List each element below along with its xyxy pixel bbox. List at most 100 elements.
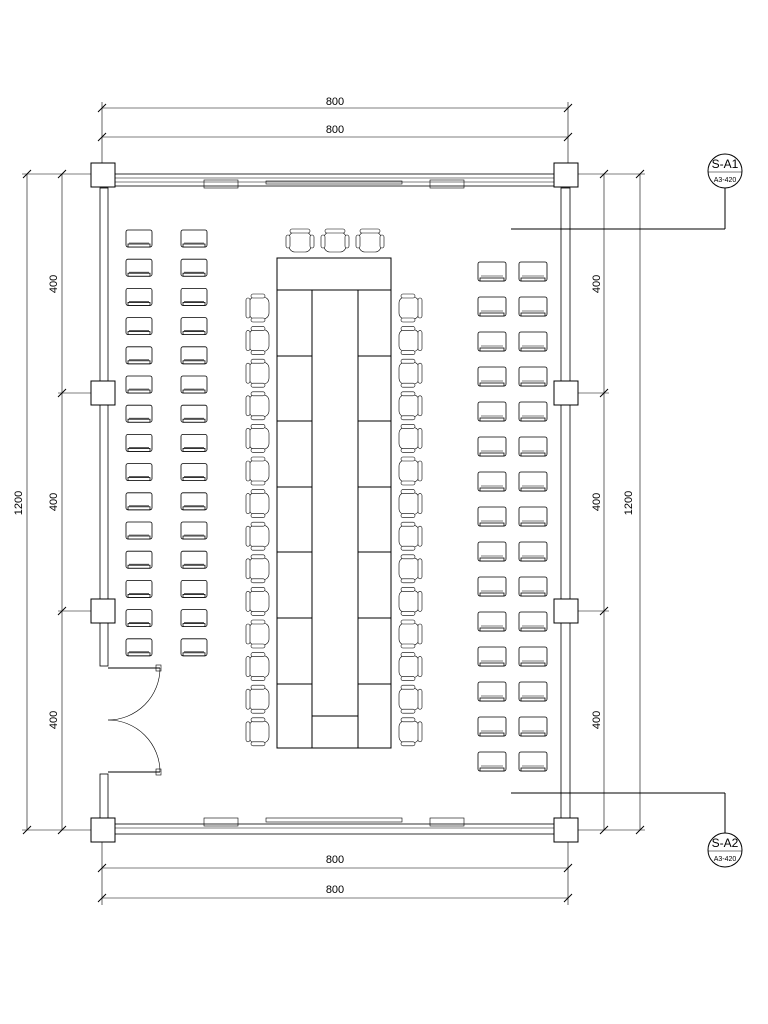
conference-chair: [398, 521, 423, 551]
chair: [125, 580, 153, 598]
dimension-label: 400: [48, 275, 60, 293]
columns: [90, 162, 579, 843]
chair: [477, 296, 507, 317]
chair: [477, 401, 507, 422]
chair: [477, 611, 507, 632]
chair: [125, 346, 153, 365]
column: [553, 162, 579, 188]
chair: [518, 716, 548, 737]
conference-chair: [245, 521, 270, 551]
section-tag-sheet: A3-420: [714, 177, 737, 184]
conference-chair: [320, 228, 350, 253]
chair: [125, 521, 153, 540]
dimension-label: 400: [591, 275, 603, 293]
dimension-label: 400: [48, 493, 60, 511]
conference-chair: [245, 717, 270, 747]
dimension-label: 400: [591, 493, 603, 511]
chair: [125, 550, 153, 569]
chair: [477, 261, 507, 282]
conference-chair: [245, 391, 270, 421]
column: [90, 162, 116, 188]
conference-chair: [245, 456, 270, 486]
chair: [477, 506, 507, 527]
section-tag-sheet: A3-420: [714, 856, 737, 863]
chair: [180, 550, 208, 569]
chair: [477, 646, 507, 667]
walls: [99, 173, 571, 835]
section-tag-s-a1: S-A1 A3-420: [511, 153, 743, 230]
chair: [518, 261, 548, 282]
chair: [125, 404, 153, 423]
conference-chair: [398, 358, 423, 388]
chair: [518, 366, 548, 387]
conference-chair: [245, 293, 270, 323]
dimension-bottom-outer: 800: [97, 884, 573, 903]
conference-chair: [285, 228, 315, 253]
chair: [180, 492, 208, 511]
conference-chair: [245, 684, 270, 714]
chair: [518, 681, 548, 702]
double-door: [107, 664, 162, 776]
chair: [518, 646, 548, 667]
chair: [518, 506, 548, 527]
dimension-top-inner: 800: [97, 124, 573, 142]
chair: [180, 346, 208, 365]
dimension-label: 800: [326, 124, 344, 136]
chair: [180, 317, 208, 336]
chair: [477, 576, 507, 597]
conference-chair: [245, 587, 270, 616]
conference-chair: [245, 424, 270, 453]
conference-chair: [398, 489, 423, 518]
conference-chair: [245, 554, 270, 584]
column: [90, 380, 116, 406]
conference-chair: [398, 587, 423, 616]
chair: [518, 611, 548, 632]
conference-seating: [245, 228, 423, 747]
chair: [180, 638, 208, 657]
chair: [125, 317, 153, 336]
chair: [477, 436, 507, 457]
chair: [125, 229, 153, 248]
column: [553, 817, 579, 843]
dimension-label: 400: [591, 711, 603, 729]
conference-chair: [245, 489, 270, 518]
conference-chair: [398, 717, 423, 747]
chair: [477, 751, 507, 772]
dimension-right-segments: 400 400 400: [560, 169, 645, 835]
conference-chair: [245, 619, 270, 649]
chair: [180, 229, 208, 248]
column: [90, 598, 116, 624]
dimension-label: 400: [48, 711, 60, 729]
column: [90, 817, 116, 843]
chair: [180, 609, 208, 627]
chair: [125, 258, 153, 277]
conference-chair: [245, 652, 270, 681]
conference-chair: [398, 554, 423, 584]
chair: [180, 404, 208, 423]
column: [553, 380, 579, 406]
dimension-top-outer: 800: [97, 96, 573, 168]
dimension-bottom-inner: 800: [97, 842, 573, 905]
dimension-label: 1200: [623, 491, 635, 515]
chair: [477, 681, 507, 702]
conference-chair: [355, 228, 385, 253]
chair: [518, 471, 548, 492]
chair: [180, 580, 208, 598]
chair: [518, 401, 548, 422]
conference-chair: [398, 391, 423, 421]
chair: [477, 331, 507, 352]
conference-table: [276, 257, 392, 749]
chair: [477, 716, 507, 737]
section-tag-id: S-A1: [712, 157, 739, 171]
chair: [125, 287, 153, 306]
chair: [518, 296, 548, 317]
chair: [125, 433, 153, 452]
chair: [125, 375, 153, 394]
conference-chair: [398, 619, 423, 649]
chair: [125, 609, 153, 627]
chair: [180, 375, 208, 394]
conference-chair: [398, 424, 423, 453]
chair: [180, 287, 208, 306]
chair: [518, 541, 548, 562]
conference-chair: [245, 358, 270, 388]
